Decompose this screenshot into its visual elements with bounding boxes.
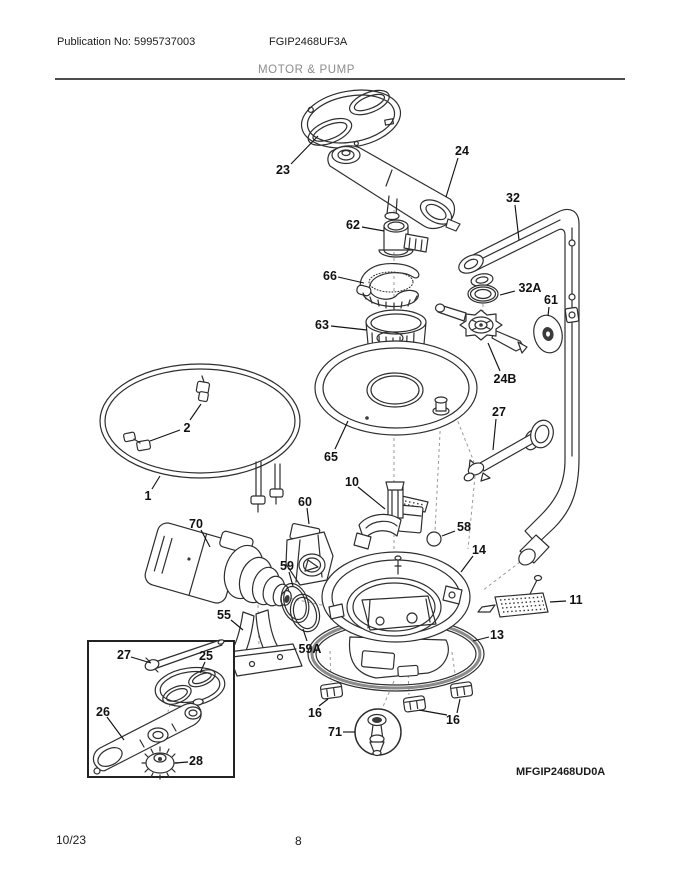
part-callout-60: 60 bbox=[298, 495, 312, 509]
diagram-id-label: MFGIP2468UD0A bbox=[516, 766, 606, 778]
part-callout-13: 13 bbox=[490, 628, 504, 642]
part-59-o-rings bbox=[280, 582, 321, 633]
leader-line-65 bbox=[334, 420, 349, 450]
leader-line-58 bbox=[441, 530, 456, 537]
part-32A-washer bbox=[467, 284, 499, 304]
part-callout-32: 32 bbox=[506, 191, 520, 205]
part-callout-59: 59 bbox=[280, 559, 294, 573]
part-71-check-valve bbox=[354, 708, 402, 757]
leader-line-27 bbox=[130, 656, 152, 664]
part-callout-14: 14 bbox=[472, 543, 486, 557]
leader-line-61 bbox=[547, 306, 550, 317]
part-55-motor-bracket bbox=[227, 609, 303, 677]
leader-line-28 bbox=[174, 761, 189, 764]
inset-box-lower-spray-kit bbox=[87, 639, 235, 780]
part-callout-11: 11 bbox=[569, 593, 582, 607]
leader-line-2 bbox=[149, 429, 181, 442]
leader-line-16 bbox=[456, 698, 461, 714]
part-callout-32A: 32A bbox=[519, 281, 542, 295]
part-24-spray-arm bbox=[327, 145, 461, 232]
leader-line-16 bbox=[418, 709, 448, 716]
leader-line-27 bbox=[492, 418, 497, 451]
part-65-sump-cover bbox=[314, 340, 478, 436]
leader-line-24 bbox=[445, 157, 459, 198]
leader-line-24B bbox=[487, 342, 501, 372]
part-16-feet bbox=[319, 681, 474, 713]
leader-line-11 bbox=[549, 600, 567, 603]
part-callout-16: 16 bbox=[446, 713, 460, 727]
leader-line-62 bbox=[361, 226, 385, 232]
part-27-inset-shaft bbox=[144, 639, 225, 673]
part-callout-66: 66 bbox=[323, 269, 337, 283]
model-number: FGIP2468UF3A bbox=[269, 36, 348, 48]
part-26-lower-spray-arm bbox=[92, 702, 202, 775]
part-66-crescent bbox=[356, 263, 420, 310]
part-callout-65: 65 bbox=[324, 450, 338, 464]
publication-number: Publication No: 5995737003 bbox=[57, 36, 196, 48]
part-14-sump bbox=[321, 551, 471, 679]
leader-line-1 bbox=[151, 475, 161, 490]
part-callout-27: 27 bbox=[492, 405, 506, 419]
part-25-filter-plate bbox=[154, 666, 226, 708]
part-60-drain-pump bbox=[285, 523, 334, 586]
part-callout-23: 23 bbox=[276, 163, 290, 177]
part-callout-24: 24 bbox=[455, 144, 469, 158]
part-32-supply-tube bbox=[458, 208, 580, 566]
leader-line-25 bbox=[199, 661, 206, 674]
part-callout-62: 62 bbox=[346, 218, 360, 232]
part-callout-25: 25 bbox=[199, 649, 213, 663]
leader-line-32A bbox=[499, 290, 516, 296]
part-callout-71: 71 bbox=[328, 725, 342, 739]
leader-line-60 bbox=[306, 507, 310, 525]
part-callout-59A: 59A bbox=[299, 642, 322, 656]
part-23-filter-plate bbox=[300, 89, 402, 149]
leader-line-2 bbox=[189, 403, 202, 421]
part-callout-1: 1 bbox=[145, 489, 152, 503]
part-callout-10: 10 bbox=[345, 475, 359, 489]
part-callout-2: 2 bbox=[184, 421, 191, 435]
footer-date: 10/23 bbox=[56, 833, 87, 847]
leader-line-70 bbox=[200, 529, 211, 548]
leader-line-10 bbox=[357, 486, 386, 510]
part-callout-26: 26 bbox=[96, 705, 110, 719]
part-70-motor bbox=[144, 522, 292, 607]
part-callout-28: 28 bbox=[189, 754, 203, 768]
part-callout-55: 55 bbox=[217, 608, 231, 622]
section-title: MOTOR & PUMP bbox=[258, 64, 356, 76]
part-10-vent-assembly bbox=[353, 481, 429, 550]
leader-line-59 bbox=[288, 571, 294, 587]
leader-line-23 bbox=[290, 135, 319, 165]
leader-line-63 bbox=[330, 325, 368, 331]
part-callout-63: 63 bbox=[315, 318, 329, 332]
leader-line-14 bbox=[460, 555, 474, 573]
part-callout-61: 61 bbox=[544, 293, 558, 307]
leader-line-26 bbox=[106, 716, 125, 741]
leader-line-66 bbox=[337, 276, 365, 284]
part-callout-16: 16 bbox=[308, 706, 322, 720]
part-58-ball bbox=[426, 531, 442, 547]
part-callout-70: 70 bbox=[189, 517, 203, 531]
part-11-filter-grid bbox=[477, 574, 549, 618]
part-61-grommet bbox=[533, 314, 563, 354]
part-callout-58: 58 bbox=[457, 520, 471, 534]
part-62-inlet-tube bbox=[378, 219, 429, 258]
leader-line-55 bbox=[230, 619, 244, 631]
part-24B-spray-hub bbox=[434, 303, 528, 354]
part-1-heating-element bbox=[99, 363, 301, 513]
leader-line-16 bbox=[318, 698, 329, 707]
part-2-terminal-clips bbox=[123, 375, 211, 452]
part-callout-27: 27 bbox=[117, 648, 131, 662]
header-divider bbox=[55, 78, 625, 80]
leader-line-32 bbox=[514, 204, 520, 241]
leader-line-59A bbox=[302, 628, 308, 642]
footer-page-number: 8 bbox=[295, 834, 302, 848]
part-27-feed-tube bbox=[463, 419, 554, 482]
leader-line-13 bbox=[472, 636, 490, 642]
part-callout-24B: 24B bbox=[494, 372, 517, 386]
